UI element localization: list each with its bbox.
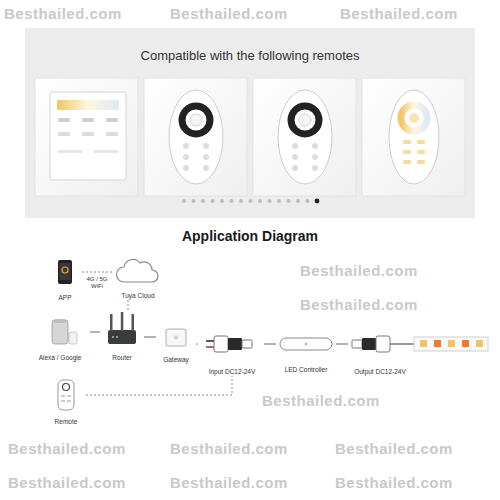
- diagram-title: Application Diagram: [0, 228, 500, 244]
- watermark: Besthailed.com: [300, 262, 418, 279]
- watermark: Besthailed.com: [170, 474, 288, 491]
- phone-icon: [58, 260, 72, 284]
- input-connector: [206, 336, 252, 352]
- wall-panel-remote: [50, 92, 126, 180]
- led-controller-icon: [280, 338, 332, 350]
- watermark: Besthailed.com: [8, 440, 126, 457]
- node-label: Input DC12-24V: [209, 368, 256, 376]
- router-device: Router: [100, 312, 144, 362]
- smart-speaker-icon: [52, 319, 77, 344]
- remotes-panel: [25, 28, 475, 218]
- node-label: Tuya Cloud: [122, 292, 155, 300]
- connector: [264, 344, 276, 345]
- oval-remote: [278, 90, 332, 184]
- connector: [128, 300, 129, 312]
- watermark: Besthailed.com: [262, 392, 380, 409]
- led-strip: [414, 337, 488, 351]
- connector: [196, 344, 200, 345]
- connector: [86, 376, 232, 395]
- node-label: Gateway: [163, 356, 189, 364]
- watermark: Besthailed.com: [4, 5, 122, 22]
- node-label: LED Controller: [285, 366, 328, 374]
- edge-label: 4G / 5G WiFi: [83, 276, 111, 290]
- router-icon: [108, 312, 136, 344]
- product-card: [35, 78, 138, 196]
- product-card: [253, 78, 356, 196]
- node-label: APP: [58, 294, 71, 302]
- node-label: Router: [112, 354, 132, 362]
- watermark: Besthailed.com: [8, 474, 126, 491]
- output-connector: [352, 336, 414, 352]
- output-connector-box: Output DC12-24V: [348, 330, 412, 376]
- node-label: Alexa / Google: [39, 354, 82, 362]
- remote-device: Remote: [46, 378, 86, 426]
- voice-assistant: Alexa / Google: [30, 316, 90, 362]
- input-connector-box: Input DC12-24V: [200, 330, 264, 376]
- connector: [336, 344, 348, 345]
- watermark: Besthailed.com: [340, 5, 458, 22]
- product-card: [144, 78, 247, 196]
- watermark: Besthailed.com: [335, 440, 453, 457]
- connector: [82, 272, 112, 273]
- watermark: Besthailed.com: [170, 440, 288, 457]
- gateway-device: Gateway: [156, 326, 196, 364]
- watermark: Besthailed.com: [335, 474, 453, 491]
- remote-icon: [58, 380, 74, 410]
- node-label: Output DC12-24V: [354, 368, 406, 376]
- panel-heading: Compatible with the following remotes: [25, 48, 475, 63]
- gateway-icon: [166, 329, 186, 346]
- watermark: Besthailed.com: [170, 5, 288, 22]
- watermark: Besthailed.com: [300, 296, 418, 313]
- pagination-dots: [182, 199, 319, 204]
- cloud-service: Tuya Cloud: [112, 256, 164, 300]
- controller-box: LED Controller: [276, 334, 336, 374]
- oval-remote: [169, 90, 223, 184]
- node-label: Remote: [55, 418, 78, 426]
- touch-remote: [389, 90, 439, 184]
- app-device: APP: [48, 258, 82, 302]
- connector: [144, 337, 156, 338]
- product-card: [362, 78, 465, 196]
- cloud-icon: [117, 259, 158, 282]
- connector: [90, 332, 100, 333]
